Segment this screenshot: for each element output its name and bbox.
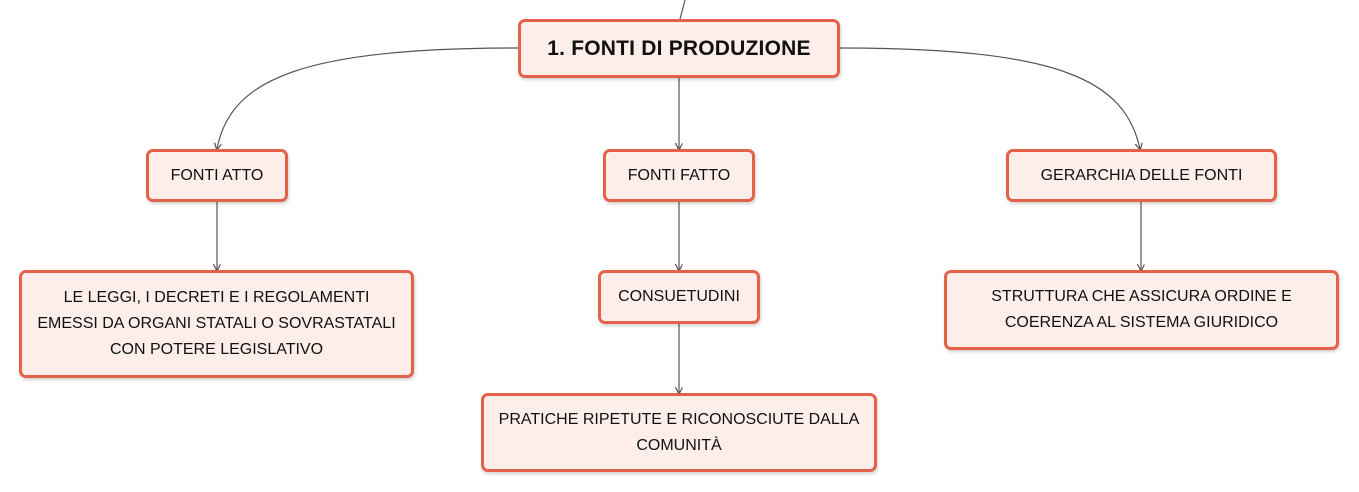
branch-node-label: FONTI ATTO	[170, 166, 264, 184]
branch-node-gerarchia-delle-fonti[interactable]: GERARCHIA DELLE FONTI	[1006, 149, 1277, 202]
subbranch-node-consuetudini[interactable]: CONSUETUDINI	[598, 270, 760, 324]
branch-node-label: GERARCHIA DELLE FONTI	[1040, 166, 1243, 184]
subbranch-node-label: CONSUETUDINI	[618, 288, 740, 305]
leaf-node-leggi-decreti[interactable]: LE LEGGI, I DECRETI E I REGOLAMENTI EMES…	[19, 270, 414, 378]
branch-node-fonti-fatto[interactable]: FONTI FATTO	[603, 149, 755, 202]
leaf-node-pratiche-ripetute[interactable]: PRATICHE RIPETUTE E RICONOSCIUTE DALLA C…	[481, 393, 877, 472]
root-node-label: 1. FONTI DI PRODUZIONE	[547, 36, 811, 60]
connector-root-to-fonti-atto	[217, 47, 519, 149]
leaf-node-label: STRUTTURA CHE ASSICURA ORDINE E COERENZA…	[991, 288, 1292, 331]
leaf-node-label: LE LEGGI, I DECRETI E I REGOLAMENTI EMES…	[37, 289, 396, 358]
connector-root-to-gerarchia	[839, 47, 1140, 149]
branch-node-label: FONTI FATTO	[627, 166, 731, 184]
root-node[interactable]: 1. FONTI DI PRODUZIONE	[518, 19, 840, 78]
leaf-node-struttura-ordine[interactable]: STRUTTURA CHE ASSICURA ORDINE E COERENZA…	[944, 270, 1339, 350]
leaf-node-label: PRATICHE RIPETUTE E RICONOSCIUTE DALLA C…	[498, 410, 860, 454]
branch-node-fonti-atto[interactable]: FONTI ATTO	[146, 149, 288, 202]
connector-incoming-to-root	[679, 0, 686, 20]
